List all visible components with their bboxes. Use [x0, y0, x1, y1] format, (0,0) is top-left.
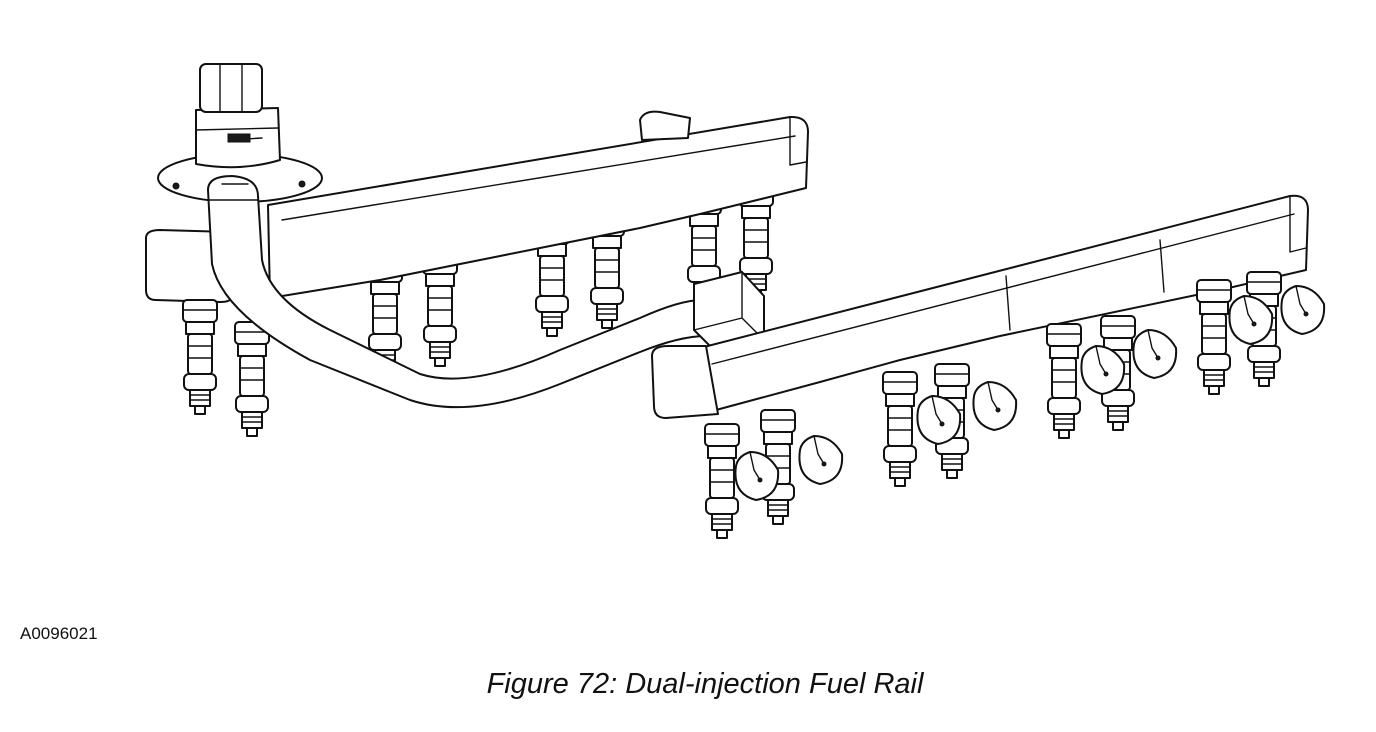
figure-caption: Figure 72: Dual-injection Fuel Rail	[486, 668, 924, 700]
upper-fuel-rail	[145, 110, 809, 437]
pressure-regulator	[157, 63, 323, 203]
crossover-tube	[207, 175, 765, 409]
figure-reference-code: A0096021	[20, 624, 98, 643]
lower-fuel-rail	[651, 194, 1326, 539]
fuel-rail-illustration	[145, 63, 1326, 539]
